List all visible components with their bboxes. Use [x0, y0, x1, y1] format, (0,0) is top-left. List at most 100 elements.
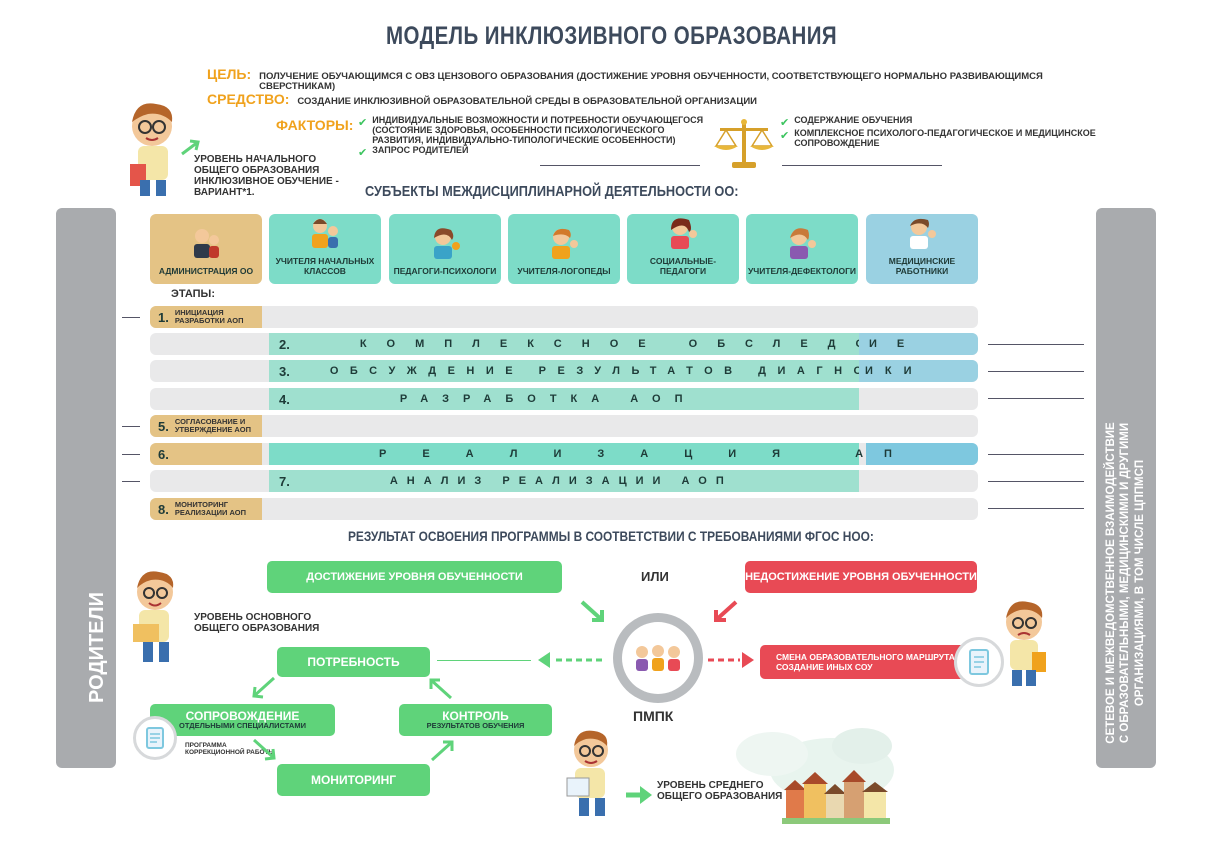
support-box[interactable]: СОПРОВОЖДЕНИЕ ОТДЕЛЬНЫМИ СПЕЦИАЛИСТАМИ [150, 704, 335, 736]
means-row: СРЕДСТВО: СОЗДАНИЕ ИНКЛЮЗИВНОЙ ОБРАЗОВАТ… [207, 91, 1007, 107]
goal-label: ЦЕЛЬ: [207, 66, 252, 82]
network-line: СЕТЕВОЕ И МЕЖВЕДОМСТВЕННОЕ ВЗАИМОДЕЙСТВИ… [1105, 422, 1117, 744]
stage-number: 6. [158, 446, 169, 462]
divider [782, 165, 942, 166]
stage-text: АНАЛИЗ РЕАЛИЗАЦИИ АОП [389, 475, 733, 487]
network-label: СЕТЕВОЕ И МЕЖВЕДОМСТВЕННОЕ ВЗАИМОДЕЙСТВИ… [1104, 303, 1147, 859]
stage-number: 3. [279, 363, 290, 379]
control-box[interactable]: КОНТРОЛЬ РЕЗУЛЬТАТОВ ОБУЧЕНИЯ [399, 704, 552, 736]
subject-card[interactable]: УЧИТЕЛЯ НАЧАЛЬНЫХ КЛАССОВ [269, 214, 381, 284]
means-label: СРЕДСТВО: [207, 91, 290, 107]
level-primary-text: УРОВЕНЬ НАЧАЛЬНОГО ОБЩЕГО ОБРАЗОВАНИЯ ИН… [194, 154, 339, 198]
teacher-icon [312, 219, 338, 248]
stage-bar: 7. АНАЛИЗ РЕАЛИЗАЦИИ АОП [269, 470, 859, 492]
stage-bar-tail: ИЕ [859, 333, 978, 355]
factor-text: ИНДИВИДУАЛЬНЫЕ ВОЗМОЖНОСТИ И ПОТРЕБНОСТИ… [372, 115, 704, 145]
control-sublabel: РЕЗУЛЬТАТОВ ОБУЧЕНИЯ [426, 721, 525, 731]
town-illustration [736, 728, 894, 824]
subject-label: МЕДИЦИНСКИЕ РАБОТНИКИ [888, 256, 956, 276]
stage-row [150, 415, 978, 437]
social-teacher-icon [671, 218, 697, 249]
stage-bar: 3. ОБСУЖДЕНИЕ РЕЗУЛЬТАТОВ ДИАГНОСТ [269, 360, 899, 382]
stage-number: 8. [158, 501, 169, 517]
pmpk-circle[interactable] [613, 613, 703, 703]
arrow-icon [181, 139, 200, 156]
subject-card[interactable]: УЧИТЕЛЯ-ДЕФЕКТОЛОГИ [746, 214, 858, 284]
factor-item: ✔ СОДЕРЖАНИЕ ОБУЧЕНИЯ [780, 115, 1100, 129]
stage-label-cell: 5. СОГЛАСОВАНИЕ И УТВЕРЖДЕНИЕ АОП [150, 415, 262, 437]
factors-label: ФАКТОРЫ: [276, 117, 354, 133]
need-box[interactable]: ПОТРЕБНОСТЬ [277, 647, 430, 677]
connector [988, 508, 1084, 509]
stages-title: ЭТАПЫ: [171, 288, 215, 300]
pmpk-label: ПМПК [633, 708, 674, 724]
stage-text-tail: П [884, 448, 906, 460]
stage-text-tail: ИКИ [865, 365, 924, 377]
support-sublabel: ОТДЕЛЬНЫМИ СПЕЦИАЛИСТАМИ [179, 721, 306, 731]
factors-right: ✔ СОДЕРЖАНИЕ ОБУЧЕНИЯ ✔ КОМПЛЕКСНОЕ ПСИХ… [780, 115, 1100, 149]
commission-icon [636, 645, 680, 671]
stage-text: КОМПЛЕКСНОЕ ОБСЛЕДОВАН [359, 338, 968, 350]
document-icon [969, 649, 989, 675]
subject-label: АДМИНИСТРАЦИЯ ОО [158, 266, 254, 276]
monitoring-box[interactable]: МОНИТОРИНГ [277, 764, 430, 796]
subject-card[interactable]: СОЦИАЛЬНЫЕ-ПЕДАГОГИ [627, 214, 739, 284]
page-title: МОДЕЛЬ ИНКЛЮЗИВНОГО ОБРАЗОВАНИЯ [386, 22, 837, 50]
parents-label: РОДИТЕЛИ [86, 592, 108, 703]
subject-label: СОЦИАЛЬНЫЕ-ПЕДАГОГИ [649, 256, 717, 276]
arrow-down-left-icon [252, 676, 276, 699]
control-label: КОНТРОЛЬ [442, 709, 509, 724]
subject-label: УЧИТЕЛЯ-ЛОГОПЕДЫ [517, 266, 611, 276]
connector [122, 454, 140, 455]
factor-item: ✔ ЗАПРОС РОДИТЕЛЕЙ [358, 144, 708, 159]
defectologist-icon [790, 228, 816, 259]
result-title: РЕЗУЛЬТАТ ОСВОЕНИЯ ПРОГРАММЫ В СООТВЕТСТ… [348, 528, 874, 544]
check-icon: ✔ [780, 130, 790, 142]
stage-number: 4. [279, 391, 290, 407]
factor-text: ЗАПРОС РОДИТЕЛЕЙ [372, 144, 469, 155]
pmpk-inner [622, 622, 694, 694]
connector [122, 481, 140, 482]
support-label: СОПРОВОЖДЕНИЕ [185, 709, 300, 724]
stage-label-cell: 1. ИНИЦИАЦИЯ РАЗРАБОТКИ АОП [150, 306, 262, 328]
stage-label: СОГЛАСОВАНИЕ И УТВЕРЖДЕНИЕ АОП [174, 416, 251, 434]
or-label: ИЛИ [641, 569, 669, 584]
subject-card[interactable]: МЕДИЦИНСКИЕ РАБОТНИКИ [866, 214, 978, 284]
arrow-left-icon [538, 652, 602, 668]
subject-card[interactable]: АДМИНИСТРАЦИЯ ОО [150, 214, 262, 284]
connector [988, 344, 1084, 345]
subject-card[interactable]: УЧИТЕЛЯ-ЛОГОПЕДЫ [508, 214, 620, 284]
level-secondary-text: УРОВЕНЬ СРЕДНЕГО ОБЩЕГО ОБРАЗОВАНИЯ [657, 780, 783, 802]
stage-number: 7. [279, 473, 290, 489]
check-icon: ✔ [358, 146, 368, 159]
arrow-right-icon [626, 786, 652, 804]
pupil-reading-illustration [566, 730, 608, 816]
factor-item: ✔ ИНДИВИДУАЛЬНЫЕ ВОЗМОЖНОСТИ И ПОТРЕБНОС… [358, 115, 708, 146]
connector [122, 317, 140, 318]
stage-bar: 4. РАЗРАБОТКА АОП [269, 388, 859, 410]
achieve-box[interactable]: ДОСТИЖЕНИЕ УРОВНЯ ОБУЧЕННОСТИ [267, 561, 562, 593]
scales-icon [714, 119, 774, 168]
means-text: СОЗДАНИЕ ИНКЛЮЗИВНОЙ ОБРАЗОВАТЕЛЬНОЙ СРЕ… [297, 96, 758, 107]
factor-text: СОДЕРЖАНИЕ ОБУЧЕНИЯ [794, 115, 913, 125]
stage-bar-tail: П [866, 443, 978, 465]
stage-bar-tail: ИКИ [859, 360, 978, 382]
sad-pupil-illustration [1006, 601, 1046, 686]
stage-row [150, 306, 978, 328]
document-badge [954, 637, 1004, 687]
stage-text: ОБСУЖДЕНИЕ РЕЗУЛЬТАТОВ ДИАГНОСТ [329, 365, 911, 377]
medical-worker-icon [910, 218, 936, 249]
goal-row: ЦЕЛЬ: ПОЛУЧЕНИЕ ОБУЧАЮЩИМСЯ С ОВЗ ЦЕНЗОВ… [207, 66, 1107, 93]
psychologist-icon [434, 228, 460, 259]
network-sidebar: СЕТЕВОЕ И МЕЖВЕДОМСТВЕННОЕ ВЗАИМОДЕЙСТВИ… [1096, 208, 1156, 768]
check-icon: ✔ [780, 117, 790, 129]
stage-number: 2. [279, 336, 290, 352]
route-change-box[interactable]: СМЕНА ОБРАЗОВАТЕЛЬНОГО МАРШРУТА, СОЗДАНИ… [760, 645, 972, 679]
connector [988, 371, 1084, 372]
stage-text-tail: ИЕ [869, 338, 925, 350]
subject-card[interactable]: ПЕДАГОГИ-ПСИХОЛОГИ [389, 214, 501, 284]
administrator-icon [194, 229, 219, 258]
arrow-up-left-icon [429, 678, 453, 700]
not-achieve-box[interactable]: НЕДОСТИЖЕНИЕ УРОВНЯ ОБУЧЕННОСТИ [745, 561, 977, 593]
subject-label: ПЕДАГОГИ-ПСИХОЛОГИ [393, 266, 497, 276]
